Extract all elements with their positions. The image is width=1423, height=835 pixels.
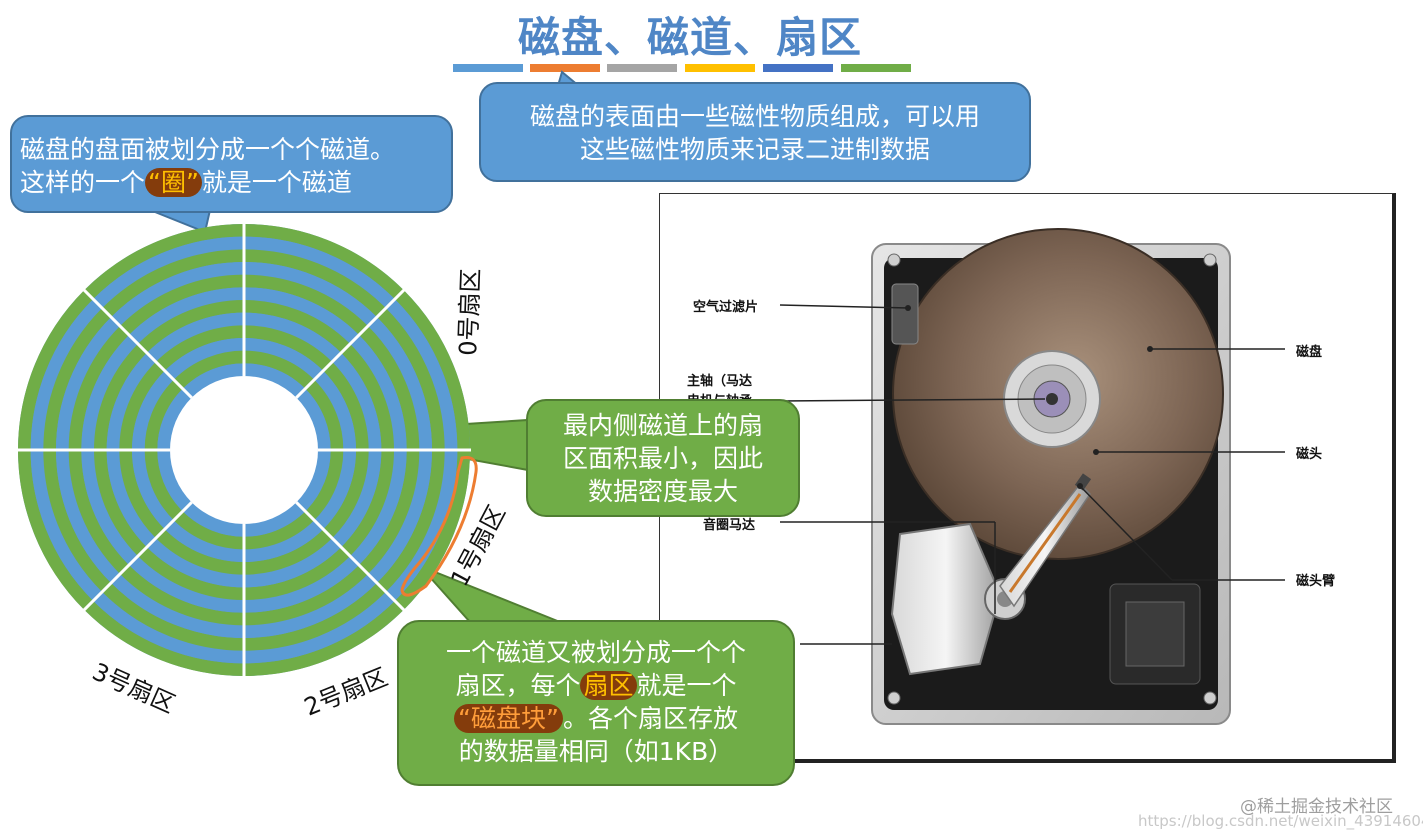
disk-block-highlight: “磁盘块” bbox=[454, 704, 563, 733]
sector-divider bbox=[82, 288, 193, 399]
track-callout-text-pre: 这样的一个 bbox=[20, 168, 146, 197]
inner-callout-line1: 最内侧磁道上的扇 bbox=[562, 411, 763, 440]
sector-callout-line3: “磁盘块”。各个扇区存放 bbox=[399, 702, 793, 735]
disk-center-hole bbox=[170, 376, 318, 524]
label-air-filter: 空气过滤片 bbox=[693, 300, 759, 315]
sector-divider bbox=[295, 288, 406, 399]
sector-divider bbox=[82, 501, 193, 612]
screw bbox=[1203, 253, 1217, 267]
inner-callout-line2: 区面积最小，因此 bbox=[562, 444, 763, 473]
sector-callout-line1: 一个磁道又被划分成一个个 bbox=[445, 638, 746, 667]
pointer-dot bbox=[1147, 346, 1153, 352]
pointer-line bbox=[779, 304, 909, 309]
connector-detail bbox=[1125, 601, 1185, 667]
screw bbox=[887, 691, 901, 705]
sector-callout: 一个磁道又被划分成一个个 扇区，每个扇区就是一个 “磁盘块”。各个扇区存放 的数… bbox=[397, 620, 795, 786]
pointer-line bbox=[779, 398, 1046, 402]
sector-label-0: 0号扇区 bbox=[453, 267, 486, 357]
track-callout-line1: 磁盘的盘面被划分成一个个磁道。 bbox=[20, 135, 396, 164]
head-arm-flex bbox=[1008, 493, 1082, 593]
sector-callout-line2: 扇区，每个扇区就是一个 bbox=[399, 669, 793, 702]
watermark-community: @稀土掘金技术社区 bbox=[1240, 797, 1393, 817]
surface-callout-line2: 这些磁性物质来记录二进制数据 bbox=[579, 135, 930, 164]
label-head: 磁头 bbox=[1296, 447, 1323, 462]
hdd-illustration bbox=[779, 228, 1285, 725]
sector-callout-text: 。各个扇区存放 bbox=[562, 704, 738, 733]
track-callout-highlight: “圈” bbox=[145, 168, 202, 197]
track-callout: 磁盘的盘面被划分成一个个磁道。 这样的一个“圈”就是一个磁道 bbox=[10, 115, 453, 213]
sector-callout-text: 扇区，每个 bbox=[455, 671, 581, 700]
title-bar-segment bbox=[607, 64, 677, 72]
label-spindle-1: 主轴（马达 bbox=[687, 374, 753, 389]
air-filter bbox=[891, 283, 919, 345]
inner-track-callout: 最内侧磁道上的扇 区面积最小，因此 数据密度最大 bbox=[526, 399, 800, 517]
title-bar-segment bbox=[841, 64, 911, 72]
sector-callout-line4: 的数据量相同（如1KB） bbox=[458, 737, 734, 766]
label-arm: 磁头臂 bbox=[1296, 574, 1336, 589]
screw bbox=[887, 253, 901, 267]
screw bbox=[1203, 691, 1217, 705]
label-actuator: 音圈马达 bbox=[703, 518, 756, 533]
highlighted-sector-outline bbox=[400, 456, 478, 597]
track-callout-text-post: 就是一个磁道 bbox=[201, 168, 352, 197]
surface-callout: 磁盘的表面由一些磁性物质组成，可以用 这些磁性物质来记录二进制数据 bbox=[479, 82, 1031, 182]
sector-callout-text: 就是一个 bbox=[636, 671, 737, 700]
pointer-dot bbox=[905, 305, 911, 311]
title-bar-segment bbox=[453, 64, 523, 72]
sector-dividers bbox=[17, 223, 471, 677]
title-bar-segment bbox=[763, 64, 833, 72]
voice-coil-motor bbox=[890, 522, 1002, 676]
pointer-dot bbox=[1077, 483, 1083, 489]
label-platter: 磁盘 bbox=[1296, 345, 1323, 360]
pointer-line bbox=[1079, 485, 1173, 581]
sector-divider bbox=[295, 501, 406, 612]
surface-callout-line1: 磁盘的表面由一些磁性物质组成，可以用 bbox=[529, 102, 980, 131]
title-bar-segment bbox=[530, 64, 600, 72]
disk-diagram bbox=[17, 223, 478, 677]
watermark-url: https://blog.csdn.net/weixin_43914604 bbox=[1138, 812, 1423, 830]
page-title: 磁盘、磁道、扇区 bbox=[517, 13, 862, 62]
sector-callout-highlight: 扇区 bbox=[580, 671, 637, 700]
pointer-dot bbox=[1093, 449, 1099, 455]
inner-callout-line3: 数据密度最大 bbox=[587, 477, 738, 506]
title-bar-segment bbox=[685, 64, 755, 72]
spindle-center bbox=[1046, 393, 1058, 405]
track-callout-line2: 这样的一个“圈”就是一个磁道 bbox=[20, 166, 451, 199]
